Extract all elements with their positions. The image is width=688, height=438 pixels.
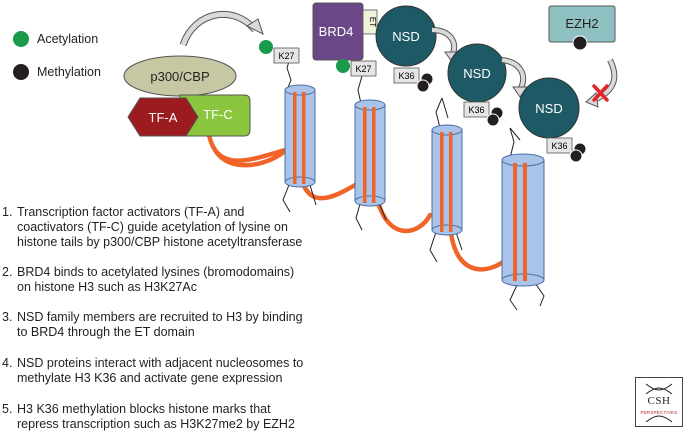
k27-box-1 — [273, 47, 300, 64]
step-2-text: BRD4 binds to acetylated lysines (bromod… — [17, 265, 295, 294]
methyl-mark-1b — [416, 79, 430, 93]
nsd-protein-1: NSD — [375, 5, 437, 67]
tf-a-label: TF-A — [149, 110, 178, 125]
legend-methylation-dot — [13, 64, 29, 80]
brd4-protein: BRD4 — [312, 2, 364, 61]
step-3-text: NSD family members are recruited to H3 b… — [17, 310, 303, 339]
tf-a-protein: TF-A — [127, 97, 199, 137]
logo-subtext: PERSPECTIVES — [640, 410, 678, 415]
acetyl-mark-2 — [336, 59, 350, 73]
step-4-number: 4. — [2, 356, 13, 370]
nucleosome-1 — [282, 67, 317, 213]
step-1-text: Transcription factor activators (TF-A) a… — [17, 205, 303, 249]
k27-box-2 — [350, 60, 377, 77]
logo-text: CSH — [647, 395, 671, 407]
methyl-mark-2b — [486, 113, 500, 127]
k36-label-2: K36 — [468, 105, 484, 115]
legend-acetylation-dot — [13, 31, 29, 47]
methyl-mark-3b — [569, 149, 583, 163]
ezh2-label: EZH2 — [565, 16, 598, 31]
acetylation-arrowhead — [245, 18, 264, 35]
step-5-number: 5. — [2, 402, 13, 416]
step-1-number: 1. — [2, 205, 13, 219]
ezh2-methyl-mark — [572, 35, 588, 51]
et-label: ET — [368, 17, 377, 27]
nucleosome-3 — [429, 97, 463, 263]
nsd-protein-3: NSD — [518, 77, 580, 139]
nsd-label-3: NSD — [535, 101, 562, 116]
acetyl-mark-1 — [259, 40, 273, 54]
k36-label-1: K36 — [398, 71, 414, 81]
k27-label-1: K27 — [278, 51, 294, 61]
nucleosome-2 — [354, 75, 387, 231]
et-domain: ET — [362, 9, 378, 35]
nsd-label-1: NSD — [392, 29, 419, 44]
k36-box-3 — [546, 137, 573, 154]
step-2-number: 2. — [2, 265, 13, 279]
brd4-label: BRD4 — [319, 24, 354, 39]
step-5-text: H3 K36 methylation blocks histone marks … — [17, 402, 295, 431]
k36-box-2 — [463, 101, 490, 118]
dna-strand — [205, 127, 508, 272]
k36-box-1 — [393, 67, 420, 84]
tf-c-protein: TF-C — [179, 94, 251, 137]
p300-label: p300/CBP — [150, 69, 209, 84]
nsd-protein-2: NSD — [447, 43, 507, 103]
k27-label-2: K27 — [355, 64, 371, 74]
legend-acetylation-label: Acetylation — [37, 32, 99, 46]
blocked-x-icon — [592, 84, 609, 102]
logo-dna-icon — [645, 383, 673, 423]
step-3-number: 3. — [2, 310, 13, 324]
k36-label-3: K36 — [551, 141, 567, 151]
p300-cbp-protein: p300/CBP — [123, 55, 237, 97]
nsd-label-2: NSD — [463, 66, 490, 81]
step-4-text: NSD proteins interact with adjacent nucl… — [17, 356, 304, 385]
csh-perspectives-logo: CSH PERSPECTIVES — [635, 377, 683, 427]
tf-c-label: TF-C — [203, 107, 233, 122]
nucleosome-4 — [501, 127, 545, 311]
legend-methylation-label: Methylation — [37, 65, 101, 79]
